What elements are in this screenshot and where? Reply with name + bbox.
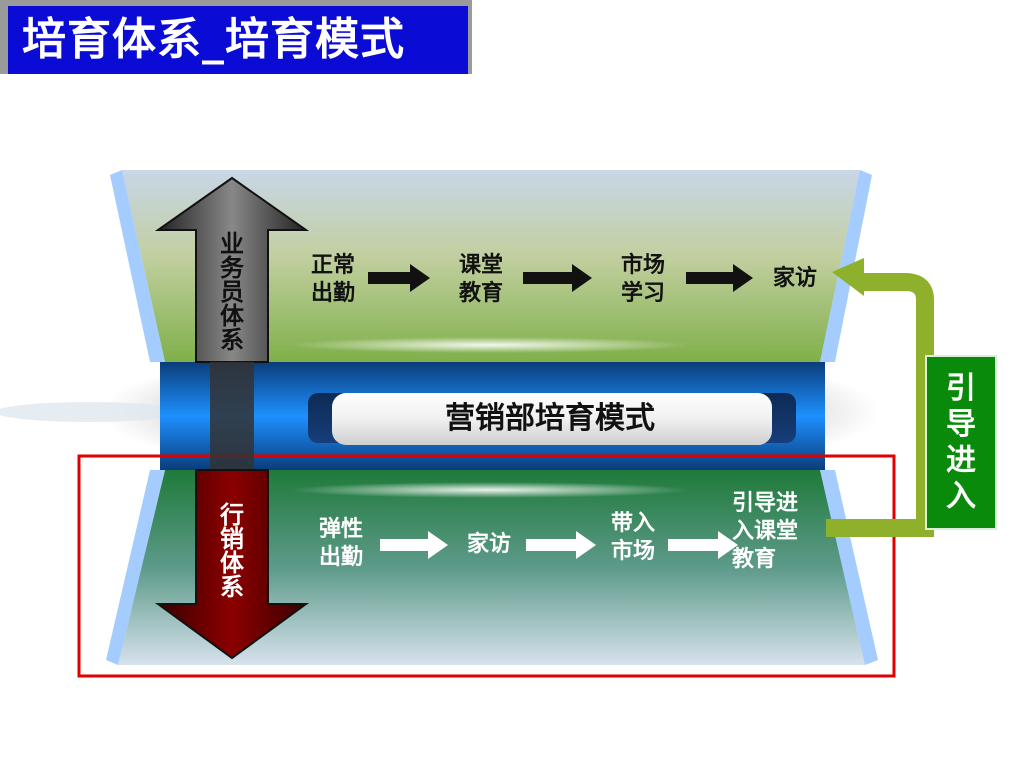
top-arrow-1: [368, 264, 430, 292]
page-title: 培育体系_培育模式: [8, 6, 468, 74]
top-step-3: 市场 学习: [620, 253, 665, 306]
bottom-left-edge: [106, 470, 165, 665]
side-label: 引导进入: [946, 370, 976, 514]
axis-shaft: [210, 362, 254, 470]
center-label: 营销部培育模式: [445, 401, 655, 436]
top-step-1: 正常 出勤: [310, 253, 355, 306]
bottom-arrow-3: [668, 531, 738, 559]
highlight-box: [77, 454, 896, 678]
light-streak: [0, 402, 185, 422]
top-panel: [122, 170, 860, 362]
bottom-axis-label: 行销体系: [220, 501, 244, 601]
down-arrow: [154, 469, 310, 660]
top-axis-label: 业务员体系: [220, 230, 244, 354]
top-shine: [290, 337, 690, 353]
top-step-4: 家访: [772, 266, 817, 291]
bottom-step-4: 引导进 入课堂 教育: [732, 491, 799, 572]
top-arrow-3: [686, 264, 753, 292]
top-arrow-2: [523, 264, 592, 292]
bottom-right-edge: [820, 470, 878, 665]
bottom-shine: [290, 482, 690, 498]
bottom-flow-arrows: [380, 531, 738, 559]
bottom-step-1: 弹性 出勤: [318, 517, 363, 570]
center-pill: [332, 393, 772, 445]
top-left-edge: [110, 170, 165, 362]
bottom-panel: [118, 470, 865, 665]
top-flow-arrows: [368, 264, 753, 292]
bottom-arrow-1: [380, 531, 448, 559]
bottom-arrow-2: [526, 531, 596, 559]
side-label-box: 引导进入: [925, 355, 997, 530]
side-arrow-path: [826, 273, 934, 537]
top-step-2: 课堂 教育: [458, 253, 503, 306]
bottom-step-3: 带入 市场: [610, 511, 655, 564]
bottom-step-2: 家访: [466, 532, 511, 557]
side-arrow-head: [832, 258, 864, 296]
